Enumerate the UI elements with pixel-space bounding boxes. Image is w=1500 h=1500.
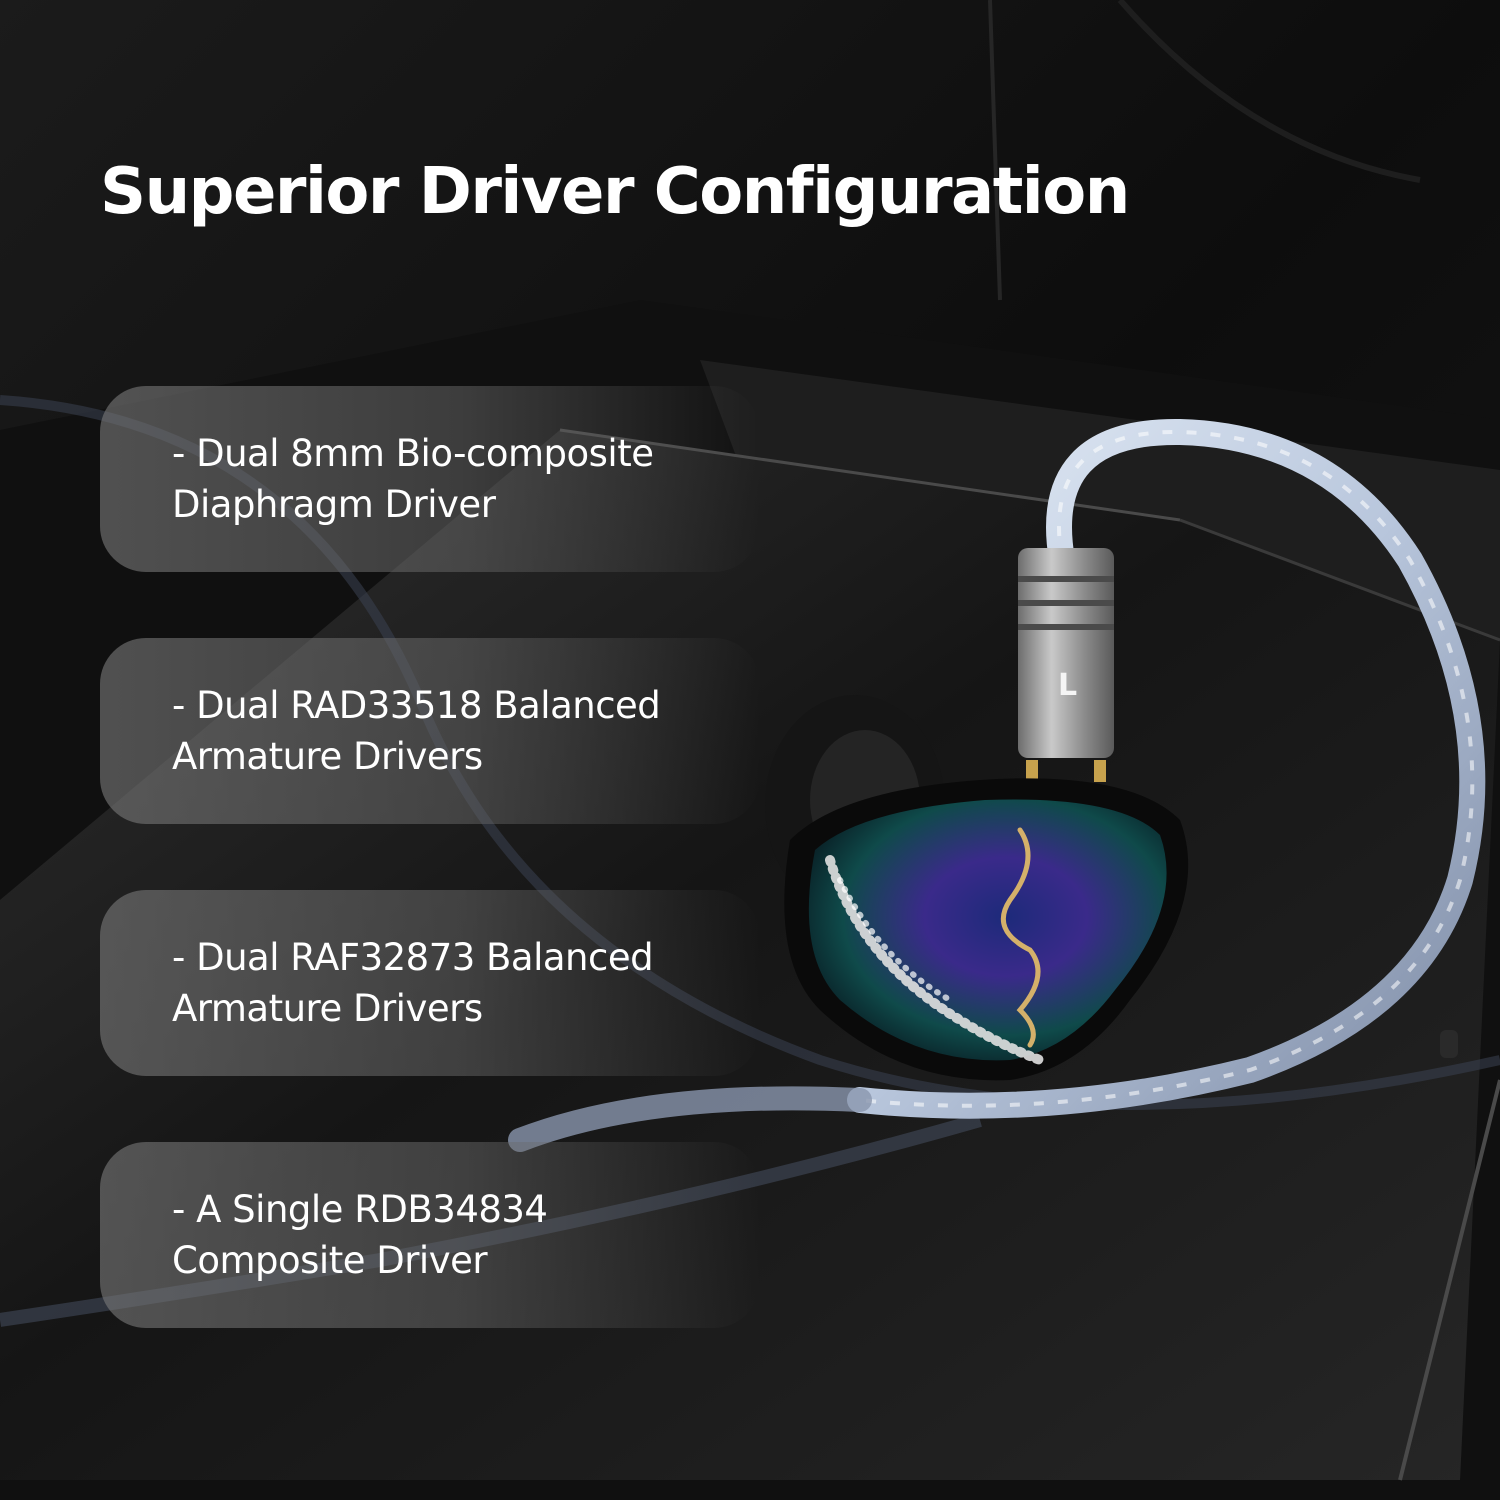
feature-text: - A Single RDB34834 Composite Driver	[172, 1184, 720, 1286]
feature-line-1: - A Single RDB34834	[172, 1188, 548, 1231]
feature-card-dynamic-driver: - Dual 8mm Bio-composite Diaphragm Drive…	[100, 386, 760, 572]
feature-text: - Dual 8mm Bio-composite Diaphragm Drive…	[172, 428, 720, 530]
feature-card-composite-driver: - A Single RDB34834 Composite Driver	[100, 1142, 760, 1328]
feature-line-2: Armature Drivers	[172, 987, 483, 1030]
feature-line-1: - Dual 8mm Bio-composite	[172, 432, 654, 475]
feature-line-2: Armature Drivers	[172, 735, 483, 778]
page-title: Superior Driver Configuration	[100, 155, 1130, 229]
feature-line-2: Diaphragm Driver	[172, 483, 496, 526]
feature-line-2: Composite Driver	[172, 1239, 488, 1282]
feature-text: - Dual RAF32873 Balanced Armature Driver…	[172, 932, 720, 1034]
feature-card-raf-armature: - Dual RAF32873 Balanced Armature Driver…	[100, 890, 760, 1076]
channel-marker-label: L	[1058, 668, 1078, 703]
feature-line-1: - Dual RAF32873 Balanced	[172, 936, 654, 979]
feature-text: - Dual RAD33518 Balanced Armature Driver…	[172, 680, 720, 782]
feature-line-1: - Dual RAD33518 Balanced	[172, 684, 661, 727]
feature-card-rad-armature: - Dual RAD33518 Balanced Armature Driver…	[100, 638, 760, 824]
